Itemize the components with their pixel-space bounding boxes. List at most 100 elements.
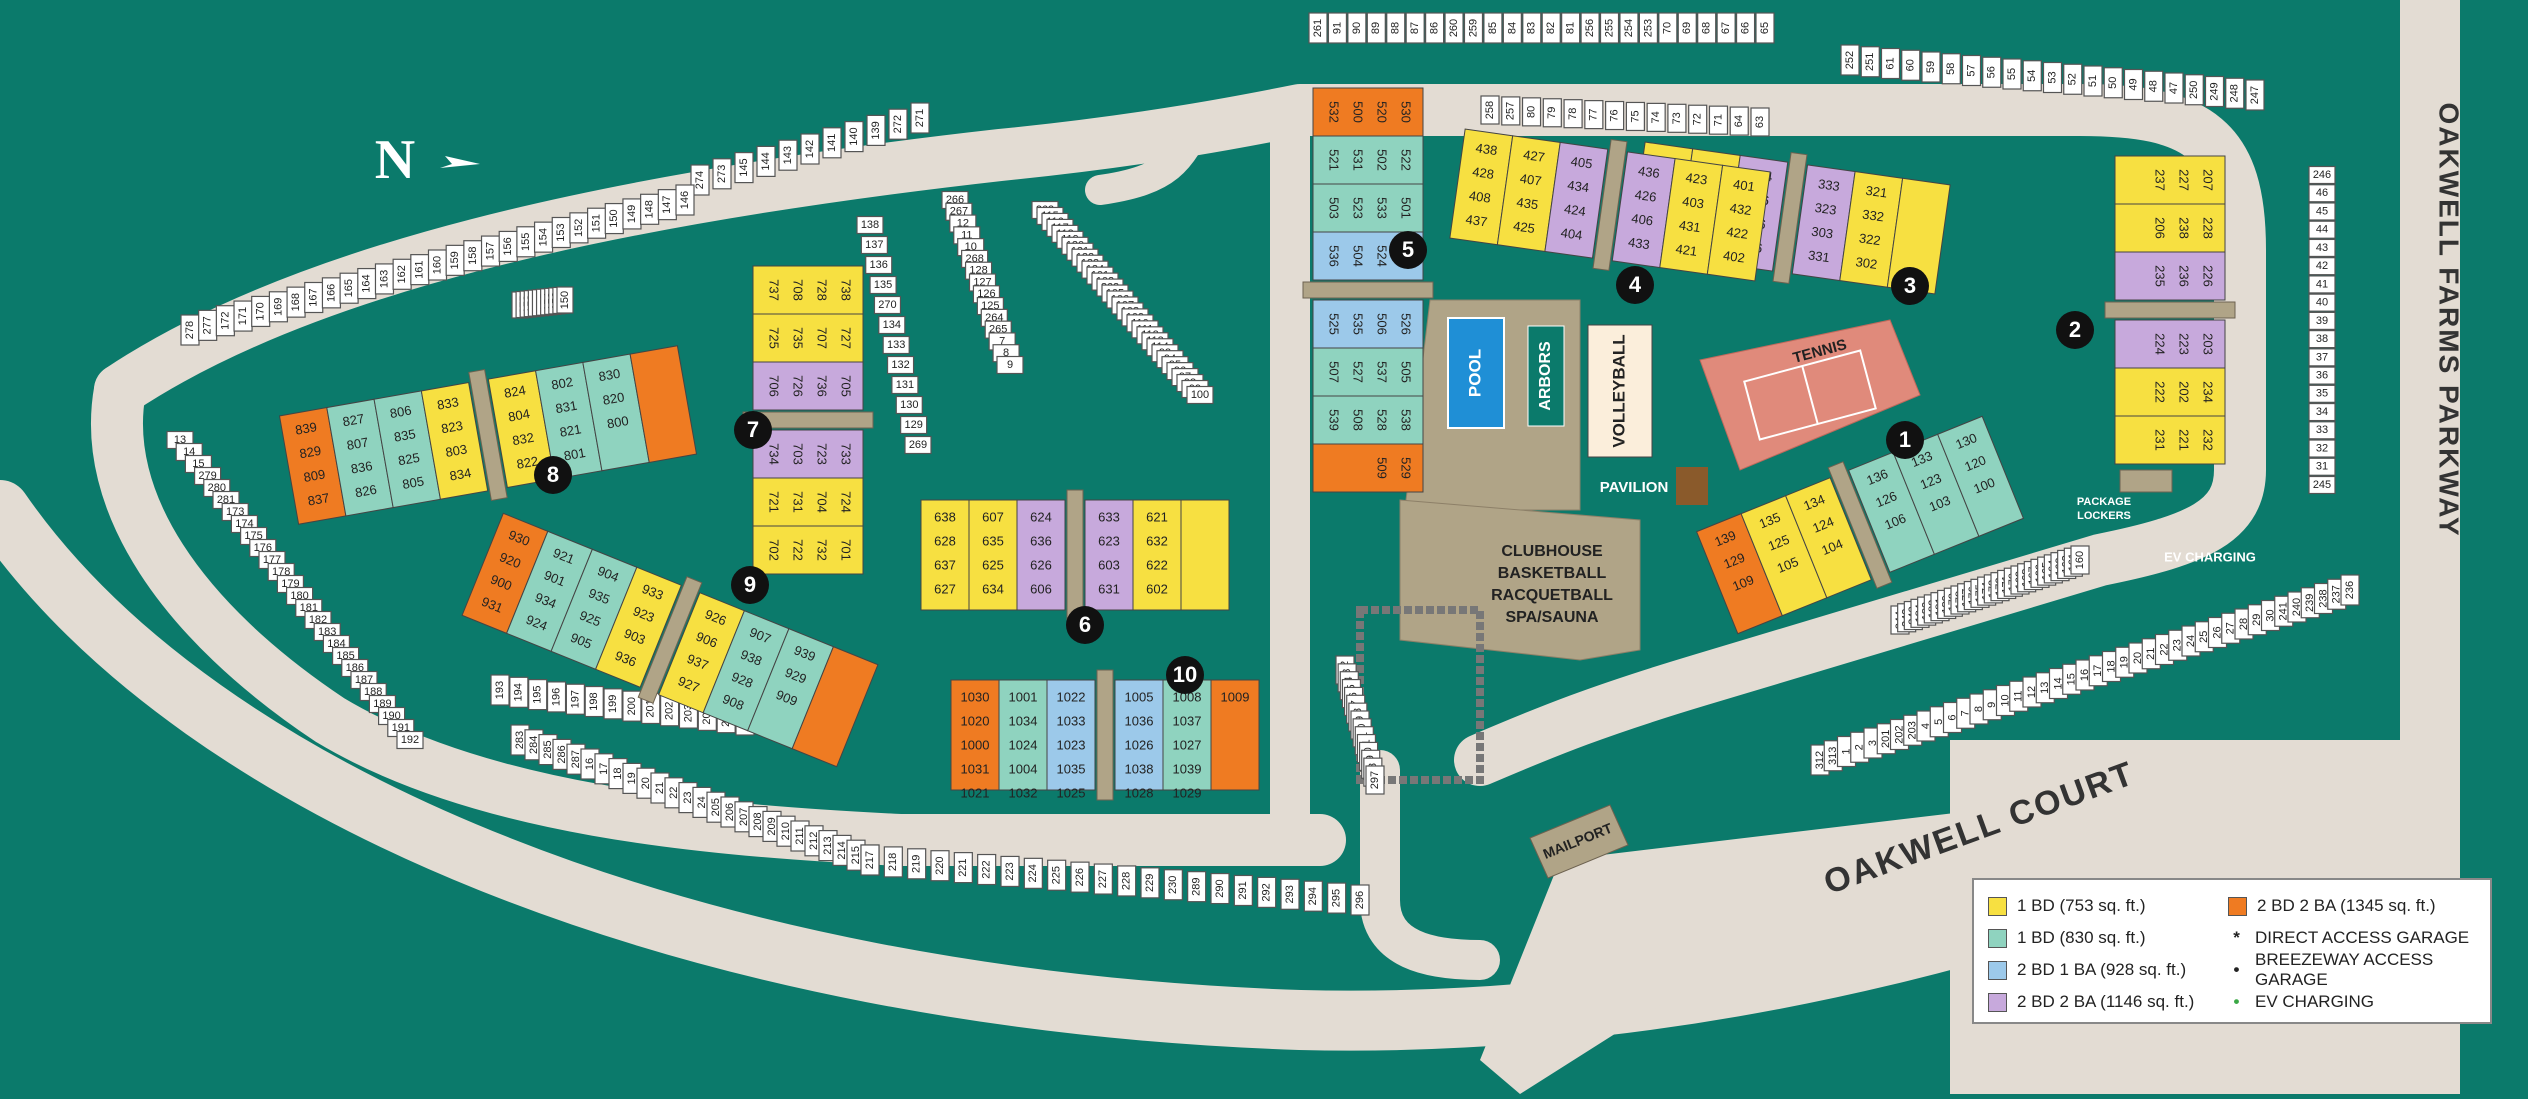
building-10: 1030102010001031102110011034102410041032…: [950, 656, 1260, 801]
garage: 201: [641, 692, 661, 725]
garage-number: 211: [794, 827, 806, 845]
unit-block: [1937, 415, 2025, 537]
unit-number: 238: [2177, 217, 2192, 239]
unit-number: 532: [1327, 101, 1342, 123]
unit-number: 1024: [1009, 737, 1038, 752]
garage: 256: [1580, 12, 1600, 44]
garage: 255: [1599, 12, 1620, 44]
garage-box: [1463, 12, 1484, 44]
garage-number: 17: [598, 763, 610, 775]
garage-box: [1023, 857, 1043, 889]
garage: 73: [1667, 103, 1687, 133]
garage: 274: [690, 164, 710, 196]
garage-number: 132: [891, 359, 909, 371]
building-badge: [1616, 266, 1654, 304]
garage-number: 256: [1584, 19, 1596, 37]
unit-number: 722: [791, 539, 806, 561]
garage: 45: [2308, 202, 2336, 221]
garage: 269: [904, 435, 932, 455]
garage-number: 75: [1629, 110, 1641, 122]
garage-box: [2308, 184, 2336, 203]
stair-core: [1302, 281, 1434, 299]
unit-number: 520: [1375, 101, 1390, 123]
unit-block: [1114, 679, 1164, 791]
garage-box: [1901, 49, 1921, 81]
garage-box: [1070, 861, 1090, 893]
garage: 55: [2002, 58, 2022, 90]
garage-number: 166: [325, 284, 337, 302]
unit-number: 707: [815, 327, 830, 349]
unit-block: [920, 499, 970, 611]
unit-number: 421: [1675, 241, 1699, 259]
unit-number: 1032: [1009, 785, 1038, 800]
garage-number: 285: [542, 740, 554, 758]
garage: 44: [2308, 220, 2336, 239]
garage-number: 230: [1167, 876, 1179, 894]
unit-number: 636: [1030, 533, 1052, 548]
unit-number: 407: [1519, 171, 1543, 189]
unit-number: 822: [515, 453, 539, 472]
garage-number: 165: [343, 279, 355, 297]
garage-number: 53: [2046, 71, 2058, 83]
garage-box: [546, 681, 567, 713]
garage: 138: [856, 215, 884, 235]
building-8: 8398298098378278078368268068358258058338…: [278, 345, 698, 525]
garage-number: 138: [861, 219, 879, 231]
garage-number: 68: [1701, 22, 1713, 34]
unit-number: 831: [554, 398, 578, 417]
garage: 218: [883, 846, 903, 878]
garage: 65: [1755, 12, 1775, 44]
garage-row-bay-center: 2631151161171181191201211221231241011022…: [1031, 200, 1214, 405]
garage-number: 137: [865, 239, 883, 251]
garage: 133: [882, 335, 910, 355]
garage-box: [1210, 872, 1230, 905]
spur-road: [1085, 105, 1215, 205]
garage: 70: [1658, 12, 1678, 44]
garage-box: [490, 674, 510, 706]
garage-number: 195: [532, 685, 544, 703]
garage-box: [1961, 54, 1982, 87]
garage-box: [2123, 68, 2144, 101]
garage-number: 201: [645, 699, 657, 717]
garage-number: 45: [2316, 205, 2328, 217]
garage: 257: [1501, 96, 1521, 126]
garage-number: 202: [1893, 725, 1905, 743]
garage-box: [1755, 12, 1775, 44]
garage-number: 81: [1565, 22, 1577, 34]
garage-number: 283: [514, 731, 526, 749]
garage: 75: [1625, 101, 1645, 132]
garage-box: [860, 235, 888, 255]
unit-number: 521: [1327, 149, 1342, 171]
unit-block: [2114, 251, 2226, 301]
garage-number: 290: [1214, 879, 1226, 897]
garage-number: 205: [710, 798, 722, 816]
garage-number: 21: [2145, 648, 2157, 660]
garage: 85: [1483, 12, 1503, 44]
garage-number: 169: [272, 298, 284, 316]
garage: 197: [565, 683, 585, 715]
unit-number: 539: [1327, 409, 1342, 431]
garage-box: [1541, 12, 1561, 44]
unit-number: 805: [401, 473, 425, 492]
garage-number: 261: [1312, 19, 1324, 37]
garage: 166: [321, 277, 342, 309]
garage-number: 215: [850, 846, 862, 864]
garage-number: 274: [694, 171, 706, 189]
garage-number: 83: [1526, 22, 1538, 34]
garage: 47: [2164, 72, 2184, 104]
garage-box: [509, 676, 529, 708]
garage-box: [1140, 867, 1160, 899]
garage-box: [1708, 105, 1729, 135]
garage: 145: [734, 152, 754, 184]
garage-number: 210: [780, 822, 792, 840]
garage: 36: [2308, 366, 2336, 385]
unit-block: [791, 646, 879, 768]
garage-number: 82: [1545, 22, 1557, 34]
garage-box: [1735, 12, 1756, 44]
garage-box: [1186, 385, 1214, 405]
unit-number: 624: [1030, 509, 1052, 524]
garage: 144: [756, 145, 776, 177]
unit-number: 702: [767, 539, 782, 561]
unit-number: 1000: [961, 737, 990, 752]
unit-number: 603: [1098, 557, 1120, 572]
